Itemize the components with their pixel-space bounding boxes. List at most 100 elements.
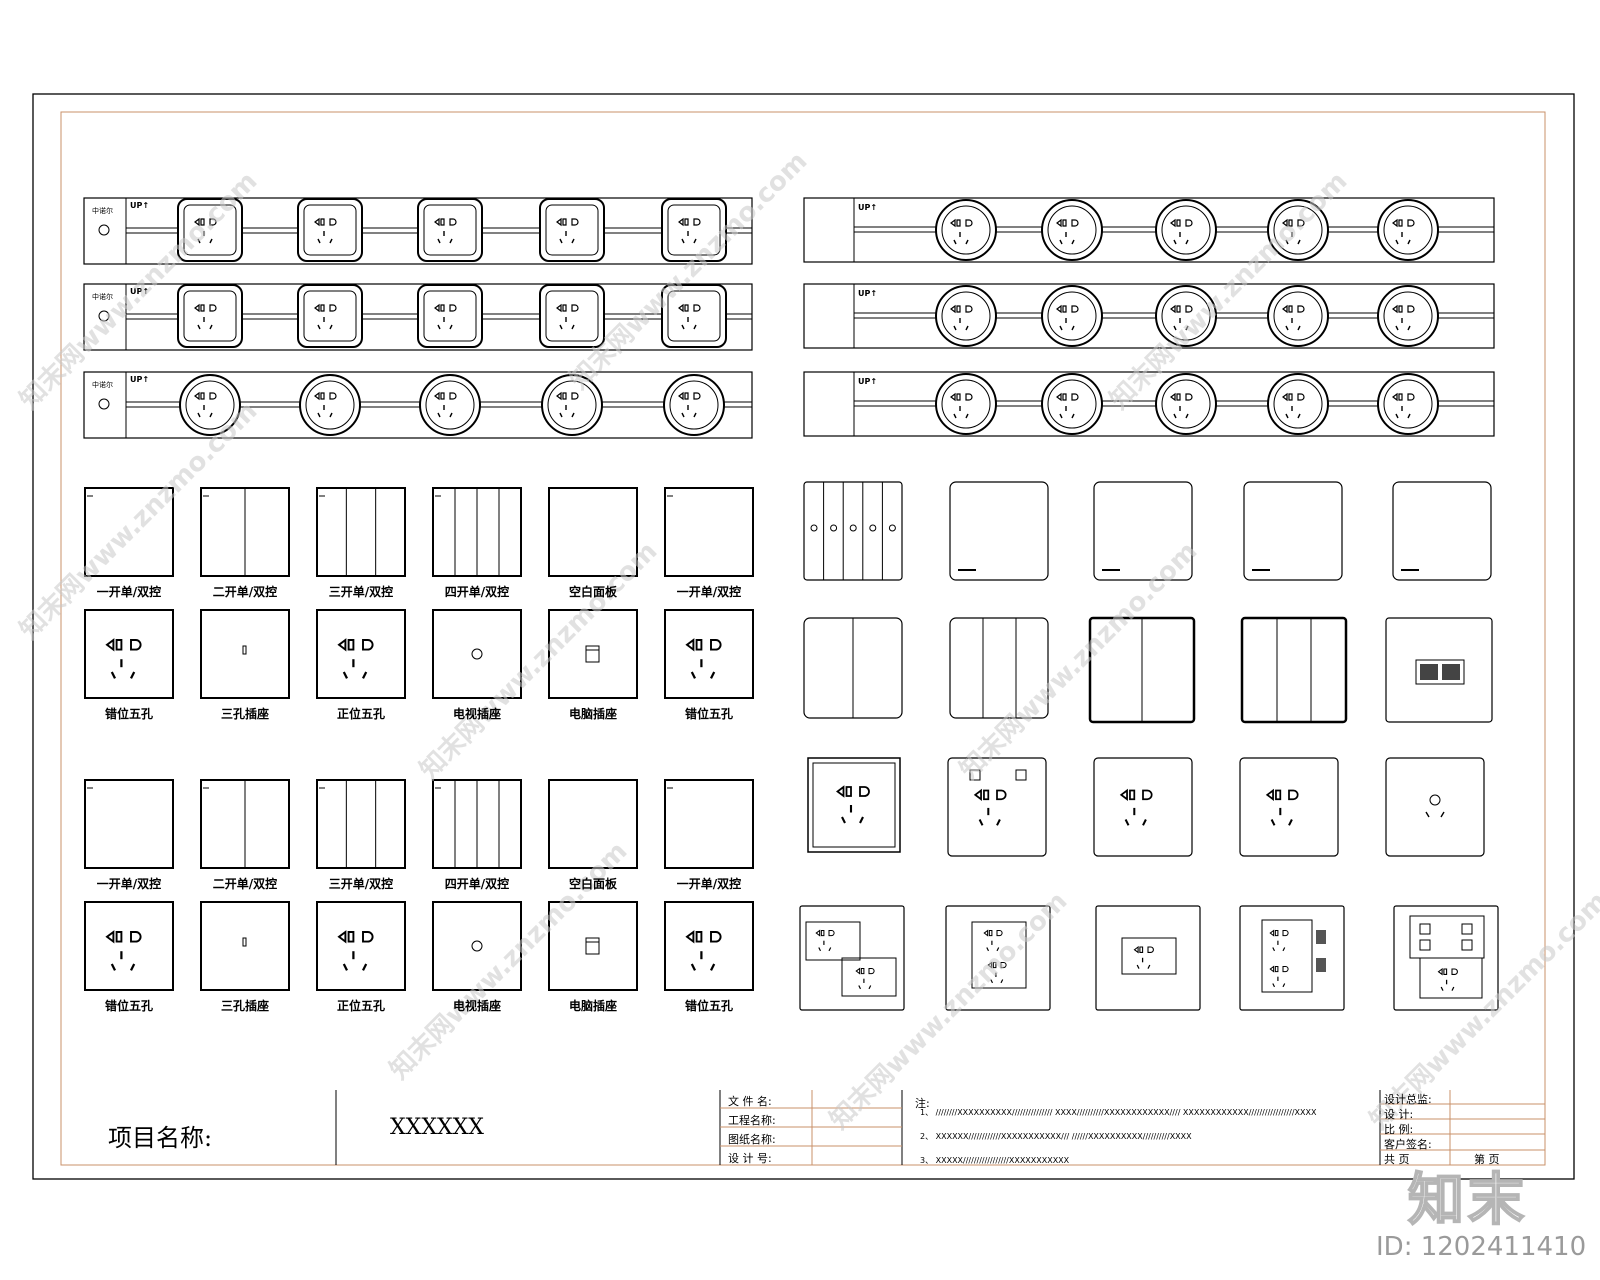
brand-small: UP↑	[130, 201, 149, 210]
panel-frame	[548, 609, 638, 699]
outlet-panel	[84, 609, 174, 699]
power-icon	[98, 398, 110, 410]
note-3: 3、 XXXXX/////////////////XXXXXXXXXXX	[920, 1156, 1070, 1165]
socket-outer	[935, 373, 997, 435]
switch-panel	[1240, 616, 1348, 724]
power-strip-right: UP↑	[803, 197, 1495, 263]
outlet-panel	[1093, 757, 1193, 857]
panel-frame	[548, 779, 638, 869]
socket-inner	[1047, 205, 1097, 255]
data-outlet-panel	[1385, 617, 1493, 723]
outlet-label: 正位五孔	[336, 707, 385, 721]
socket-outer	[1377, 285, 1439, 347]
panel-frame	[664, 779, 754, 869]
socket-inner	[303, 204, 357, 256]
note-1: 1、 ////////XXXXXXXXXX/////////////// XXX…	[920, 1108, 1317, 1117]
power-icon	[98, 310, 110, 322]
panel-frame	[316, 901, 406, 991]
socket-outer	[935, 285, 997, 347]
function-icon	[810, 524, 818, 532]
socket-outer	[179, 374, 241, 436]
switch-label: 一开单/双控	[676, 585, 742, 599]
switch-label: 四开单/双控	[444, 585, 510, 599]
socket-inner	[1383, 291, 1433, 341]
panel-frame	[664, 487, 754, 577]
switch-label: 一开单/双控	[96, 585, 162, 599]
function-icon	[869, 524, 877, 532]
socket-outer	[419, 374, 481, 436]
power-strip-right: UP↑	[803, 371, 1495, 437]
outlet-panel	[548, 609, 638, 699]
switch-panel	[84, 779, 174, 869]
socket-outer	[661, 198, 727, 262]
socket-slot	[1419, 923, 1473, 951]
socket-inner	[1383, 379, 1433, 429]
switch-panel	[664, 487, 754, 577]
socket-outer	[663, 374, 725, 436]
outlet-panel	[316, 901, 406, 991]
socket-outer	[1267, 285, 1329, 347]
socket-outer	[1267, 199, 1329, 261]
power-strip-right: UP↑	[803, 283, 1495, 349]
file-name-label: 文 件 名:	[728, 1095, 772, 1108]
network-jack-icon	[1442, 664, 1460, 680]
socket-outer	[1041, 373, 1103, 435]
socket-inner	[425, 380, 475, 430]
switch-panel	[432, 487, 522, 577]
usb-port-icon	[1316, 930, 1326, 944]
ratio-label: 比 例:	[1384, 1123, 1414, 1136]
outlet-label: 错位五孔	[684, 999, 733, 1013]
brand-small: UP↑	[858, 289, 877, 298]
socket-outer	[1155, 373, 1217, 435]
socket-outer	[1267, 373, 1329, 435]
switch-panel	[84, 487, 174, 577]
socket-outer	[1155, 199, 1217, 261]
switch-label: 一开单/双控	[676, 877, 742, 891]
socket-outer	[297, 198, 363, 262]
switch-label: 空白面板	[568, 585, 617, 599]
switch-label: 三开单/双控	[328, 877, 394, 891]
socket-hole	[1429, 794, 1441, 806]
switch-panel	[200, 487, 290, 577]
outlet-panel	[1385, 757, 1485, 857]
panel-frame	[432, 609, 522, 699]
switch-label: 三开单/双控	[328, 585, 394, 599]
switch-panel	[548, 779, 638, 869]
project-name-label: 工程名称:	[728, 1114, 776, 1127]
project-value: XXXXXX	[390, 1115, 484, 1140]
socket-outer	[1155, 285, 1217, 347]
socket-outer	[541, 374, 603, 436]
socket-outer	[177, 284, 243, 348]
outlet-label: 电脑插座	[568, 707, 617, 721]
smart-switch-panel	[1093, 481, 1193, 581]
switch-label: 一开单/双控	[96, 877, 162, 891]
socket-inner	[1383, 205, 1433, 255]
outlet-label: 错位五孔	[104, 707, 153, 721]
outlet-panel	[84, 901, 174, 991]
function-icon	[830, 524, 838, 532]
socket-outer	[297, 284, 363, 348]
socket-outer	[299, 374, 361, 436]
brand-small: UP↑	[130, 287, 149, 296]
outlet-label: 错位五孔	[684, 707, 733, 721]
socket-outer	[1041, 199, 1103, 261]
outlet-panel	[807, 757, 901, 853]
outlet-panel	[664, 901, 754, 991]
socket-inner	[941, 291, 991, 341]
brand-small: UP↑	[858, 203, 877, 212]
panel-frame	[316, 487, 406, 577]
outlet-label: 三孔插座	[220, 999, 269, 1013]
socket-inner	[545, 204, 599, 256]
designer-label: 设 计:	[1384, 1108, 1414, 1121]
panel-frame	[548, 487, 638, 577]
outlet-label: 电视插座	[452, 707, 501, 721]
outlet-panel	[200, 609, 290, 699]
switch-label: 二开单/双控	[212, 585, 278, 599]
socket-inner	[667, 204, 721, 256]
sub-outlet	[841, 957, 897, 997]
total-pages-label: 共 页	[1384, 1153, 1410, 1166]
outlet-label: 错位五孔	[104, 999, 153, 1013]
panel-frame	[84, 487, 174, 577]
